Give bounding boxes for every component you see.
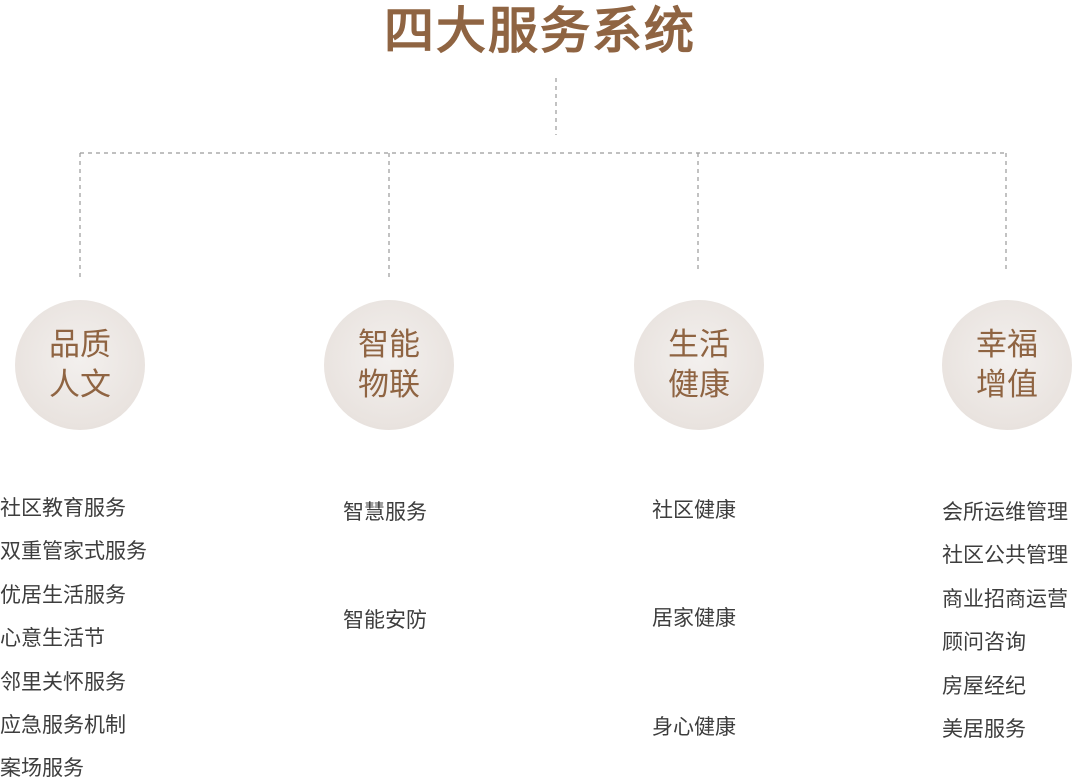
list-item: 邻里关怀服务 bbox=[0, 670, 126, 694]
pillar-circle-3: 生活 健康 bbox=[634, 300, 764, 430]
pillar-3-line2: 健康 bbox=[668, 367, 730, 403]
pillar-2-line1: 智能 bbox=[358, 327, 420, 363]
pillar-circle-1: 品质 人文 bbox=[15, 300, 145, 430]
list-item: 社区健康 bbox=[652, 498, 736, 522]
list-item: 案场服务 bbox=[0, 756, 84, 780]
list-item: 顾问咨询 bbox=[942, 630, 1026, 654]
list-item: 优居生活服务 bbox=[0, 583, 126, 607]
list-item: 美居服务 bbox=[942, 717, 1026, 741]
pillar-1-line2: 人文 bbox=[49, 367, 111, 403]
list-item: 双重管家式服务 bbox=[0, 539, 147, 563]
diagram-title: 四大服务系统 bbox=[384, 2, 696, 60]
list-item: 会所运维管理 bbox=[942, 500, 1068, 524]
list-item: 房屋经纪 bbox=[942, 674, 1026, 698]
pillar-1-line1: 品质 bbox=[49, 327, 111, 363]
pillar-4-line1: 幸福 bbox=[976, 327, 1038, 363]
list-item: 智能安防 bbox=[343, 608, 427, 632]
pillar-circle-4: 幸福 增值 bbox=[942, 300, 1072, 430]
pillar-4-line2: 增值 bbox=[976, 367, 1038, 403]
list-item: 社区公共管理 bbox=[942, 543, 1068, 567]
pillar-circle-2: 智能 物联 bbox=[324, 300, 454, 430]
list-item: 心意生活节 bbox=[0, 626, 105, 650]
list-item: 智慧服务 bbox=[343, 500, 427, 524]
list-item: 商业招商运营 bbox=[942, 587, 1068, 611]
list-item: 应急服务机制 bbox=[0, 713, 126, 737]
list-item: 身心健康 bbox=[652, 715, 736, 739]
list-item: 居家健康 bbox=[652, 606, 736, 630]
pillar-2-line2: 物联 bbox=[358, 367, 420, 403]
list-item: 社区教育服务 bbox=[0, 496, 126, 520]
pillar-3-line1: 生活 bbox=[668, 327, 730, 363]
